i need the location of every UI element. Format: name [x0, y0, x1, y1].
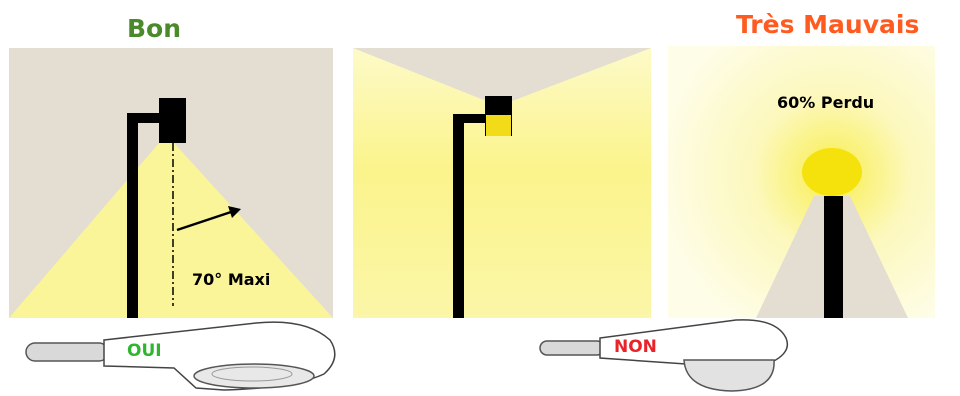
luminaire-arm — [539, 340, 605, 356]
luminaire-reflector — [211, 366, 293, 382]
light-cone — [9, 143, 333, 318]
luminaire-housing — [599, 319, 789, 365]
lamp-bulb — [486, 115, 511, 136]
no-label: NON — [614, 337, 657, 357]
pole — [824, 196, 843, 318]
yes-label: OUI — [127, 341, 162, 361]
heading-good: Bon — [127, 14, 182, 43]
pole — [127, 113, 138, 318]
angle-arrow-head — [228, 206, 241, 218]
luminaire-arm — [25, 342, 109, 362]
light-lost-label: 60% Perdu — [777, 93, 875, 112]
pole-arm — [453, 114, 487, 123]
panel-globe-lighting — [668, 46, 935, 318]
lamp-head — [159, 98, 186, 143]
shielded-luminaire — [24, 318, 360, 392]
pole — [453, 114, 464, 318]
luminaire-bowl-glass — [683, 359, 775, 392]
panel-upward-lighting — [353, 48, 651, 318]
angle-arrow-shaft — [176, 210, 232, 232]
bowl-luminaire — [536, 318, 798, 392]
dark-sky-wedge — [353, 48, 651, 106]
heading-very-bad: Très Mauvais — [736, 10, 920, 39]
globe-lamp — [802, 148, 862, 196]
panel-good-lighting — [9, 48, 333, 318]
pole-arm — [127, 113, 161, 123]
angle-label: 70° Maxi — [192, 270, 271, 289]
luminaire-flat-glass — [193, 363, 315, 389]
